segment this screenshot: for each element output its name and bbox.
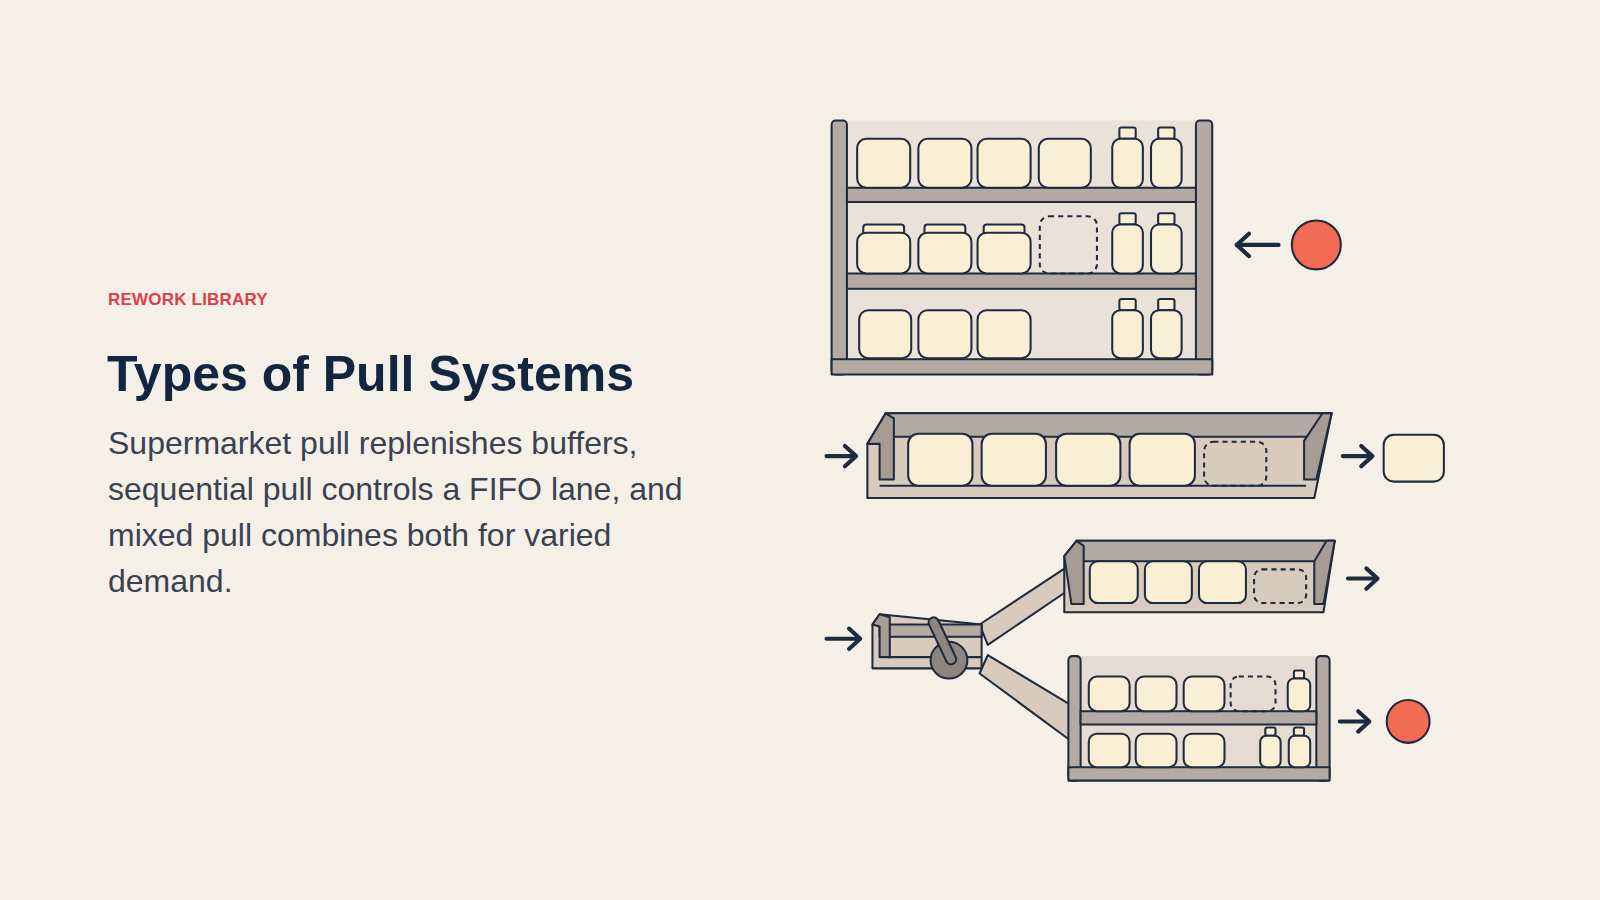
mixed-pull — [872, 541, 1334, 781]
eyebrow-label: REWORK LIBRARY — [108, 290, 268, 310]
page-title: Types of Pull Systems — [107, 344, 634, 404]
flow-arrows — [827, 446, 1378, 732]
supermarket-shelf — [832, 120, 1213, 374]
demand-signal — [1237, 234, 1279, 256]
caption-text: Supermarket pull replenishes buffers, se… — [108, 420, 718, 604]
fifo-lane — [867, 413, 1331, 498]
